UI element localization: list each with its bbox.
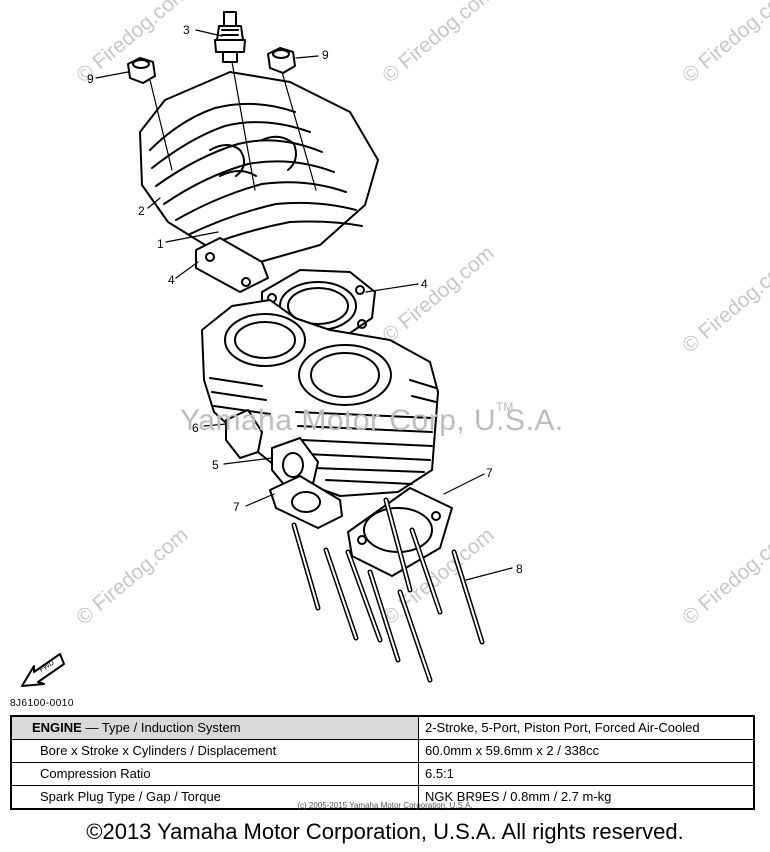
part-number: 9	[322, 48, 329, 62]
cylinder-exploded-diagram: FWD	[21, 11, 513, 687]
table-row: Spark Plug Type / Gap / Torque NGK BR9ES…	[10, 785, 755, 810]
part-number: 7	[233, 500, 240, 514]
spec-value: 60.0mm x 59.6mm x 2 / 338cc	[418, 739, 755, 763]
part-number: 7	[486, 466, 493, 480]
manifold-gasket	[269, 475, 343, 529]
part-number: 4	[421, 277, 428, 291]
watermark-tm: TM	[496, 400, 514, 414]
cap-nut	[127, 57, 156, 84]
part-number: 5	[212, 458, 219, 472]
copyright-notice: ©2013 Yamaha Motor Corporation, U.S.A. A…	[86, 819, 684, 844]
part-number: 3	[183, 23, 190, 37]
diagram-reference-code: 8J6100-0010	[10, 698, 74, 709]
part-number: 2	[138, 204, 145, 218]
part-number: 9	[87, 72, 94, 86]
fwd-arrow-icon	[21, 653, 65, 687]
head-gasket	[195, 237, 269, 293]
spec-label: ENGINE — Type / Induction System	[10, 715, 419, 740]
part-number: 4	[168, 273, 175, 287]
spec-value: NGK BR9ES / 0.8mm / 2.7 m-kg	[418, 785, 755, 810]
table-row: Bore x Stroke x Cylinders / Displacement…	[10, 739, 755, 763]
cylinder-block	[201, 299, 439, 497]
spark-plug	[214, 11, 246, 63]
table-row: Compression Ratio 6.5:1	[10, 762, 755, 786]
base-gasket	[347, 487, 453, 577]
spec-value: 6.5:1	[418, 762, 755, 786]
stud-bolts	[291, 497, 485, 683]
spec-label: Bore x Stroke x Cylinders / Displacement	[10, 739, 419, 763]
cylinder-head	[139, 71, 379, 263]
leader-lines	[95, 29, 513, 581]
small-copyright: (c) 2005-2015 Yamaha Motor Corporation, …	[297, 801, 473, 810]
engine-spec-table: ENGINE — Type / Induction System 2-Strok…	[10, 715, 755, 810]
cap-nut	[267, 47, 296, 74]
part-number: 8	[516, 562, 523, 576]
spec-value: 2-Stroke, 5-Port, Piston Port, Forced Ai…	[418, 715, 755, 740]
part-number: 6	[192, 421, 199, 435]
table-row: ENGINE — Type / Induction System 2-Strok…	[10, 715, 755, 740]
spec-label: Compression Ratio	[10, 762, 419, 786]
part-number: 1	[157, 237, 164, 251]
spec-label: Spark Plug Type / Gap / Torque	[10, 785, 419, 810]
watermark-yamaha: Yamaha Motor Corp, U.S.A.	[180, 404, 564, 437]
